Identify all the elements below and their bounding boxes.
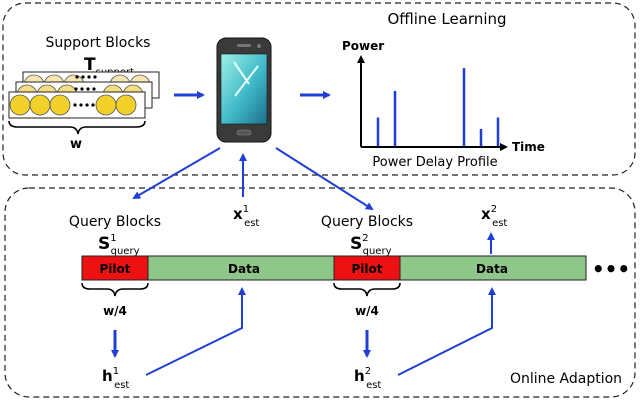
pilot-block <box>81 255 149 281</box>
s-query-symbol: S2 query <box>350 233 392 257</box>
w4-label: w/4 <box>355 304 379 318</box>
h-symbol-main: h <box>354 367 365 385</box>
arrow-h-to-data <box>145 287 246 376</box>
x-est-symbol: x1 est <box>233 204 259 229</box>
s-symbol-sub: query <box>111 246 140 257</box>
s-symbol-sup: 2 <box>362 233 368 244</box>
power-delay-profile-chart: Power Time Power Delay Profile <box>342 39 545 170</box>
x-symbol-main: x <box>481 205 491 223</box>
h-symbol-sup: 2 <box>365 366 371 377</box>
chart-y-label: Power <box>342 39 384 53</box>
h-est-symbol: h2 est <box>354 366 381 391</box>
continuation-ellipsis: ••• <box>592 257 630 281</box>
w4-brace <box>81 282 149 297</box>
data-label: Data <box>476 262 508 276</box>
t-symbol-main: T <box>84 55 96 75</box>
h-symbol-main: h <box>102 367 113 385</box>
x-est-symbol: x2 est <box>481 204 507 229</box>
s-symbol-sub: query <box>363 246 392 257</box>
h-symbol-sub: est <box>114 380 129 391</box>
s-symbol-main: S <box>98 234 110 254</box>
data-block <box>399 255 587 281</box>
h-symbol-sub: est <box>366 380 381 391</box>
arrow-phone-to-query-2 <box>275 147 374 211</box>
w4-label: w/4 <box>103 304 127 318</box>
w4-brace <box>333 282 401 297</box>
smartphone-icon <box>216 37 272 143</box>
x-symbol-sup: 2 <box>491 204 497 215</box>
support-blocks-label: Support Blocks <box>46 35 151 51</box>
online-adaption-title: Online Adaption <box>510 371 622 387</box>
pilot-block <box>333 255 401 281</box>
x-symbol-sub: est <box>244 218 259 229</box>
pilot-label: Pilot <box>351 262 382 276</box>
x-symbol-sub: est <box>492 218 507 229</box>
offline-learning-panel <box>2 2 636 176</box>
support-block-row-circles <box>9 94 137 116</box>
s-symbol-main: S <box>350 234 362 254</box>
arrow-h-to-data <box>397 287 496 376</box>
s-query-symbol: S1 query <box>98 233 140 257</box>
chart-x-label: Time <box>512 140 545 154</box>
w-label: w <box>70 137 82 152</box>
data-label: Data <box>228 262 260 276</box>
pilot-label: Pilot <box>99 262 130 276</box>
query-blocks-label: Query Blocks <box>69 214 161 230</box>
online-adaption-panel <box>4 187 636 398</box>
chart-caption: Power Delay Profile <box>372 155 497 170</box>
data-block <box>147 255 335 281</box>
h-symbol-sup: 1 <box>113 366 119 377</box>
pdp-taps <box>376 68 500 146</box>
arrow-phone-to-query-1 <box>132 147 221 200</box>
x-symbol-sup: 1 <box>243 204 249 215</box>
support-blocks-stack <box>8 71 160 119</box>
h-est-symbol: h1 est <box>102 366 129 391</box>
support-ellipsis <box>73 75 97 107</box>
x-symbol-main: x <box>233 205 243 223</box>
query-blocks-label: Query Blocks <box>321 214 413 230</box>
s-symbol-sup: 1 <box>110 233 116 244</box>
w-brace <box>8 120 146 135</box>
offline-learning-title: Offline Learning <box>387 10 506 28</box>
